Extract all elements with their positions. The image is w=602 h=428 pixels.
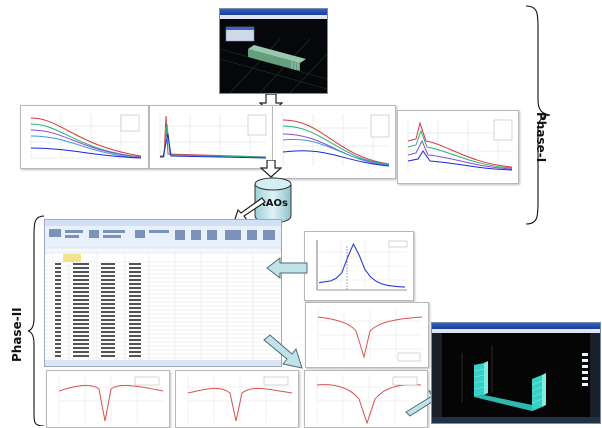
red-plot-right-mid — [305, 302, 429, 368]
rao-plot-4 — [397, 110, 519, 184]
rao-plot-3 — [272, 105, 396, 179]
phase1-brace — [525, 5, 551, 225]
window-titlebar — [220, 9, 327, 15]
arrow-sheet-to-plots — [263, 334, 303, 369]
hull-model — [248, 49, 300, 71]
top-model-view — [220, 19, 327, 93]
phase2-brace — [27, 215, 45, 426]
rao-plot-1 — [20, 105, 149, 169]
red-plot-bottom-2 — [175, 370, 299, 428]
rao-plot-2 — [149, 105, 273, 169]
raos-label: RAOs — [258, 198, 288, 209]
window-menubar — [220, 15, 327, 19]
phase1-label: Phase-I — [534, 112, 548, 163]
phase2-label: Phase-II — [10, 307, 24, 362]
red-plot-bottom-3 — [304, 370, 428, 428]
model-window-3d — [431, 322, 601, 424]
response-series-line — [318, 242, 406, 288]
raos-database: RAOs — [254, 177, 292, 224]
model-window-titlebar — [432, 323, 600, 329]
arrow-plot-to-sheet — [266, 257, 308, 279]
arrow-down-2 — [260, 160, 282, 178]
model-3d-view — [432, 333, 600, 423]
model-window-menubar — [432, 329, 600, 333]
red-plot-bottom-1 — [46, 370, 170, 428]
response-plot-blue — [304, 231, 414, 301]
spreadsheet-window — [44, 219, 282, 367]
top-model-window — [219, 8, 328, 94]
